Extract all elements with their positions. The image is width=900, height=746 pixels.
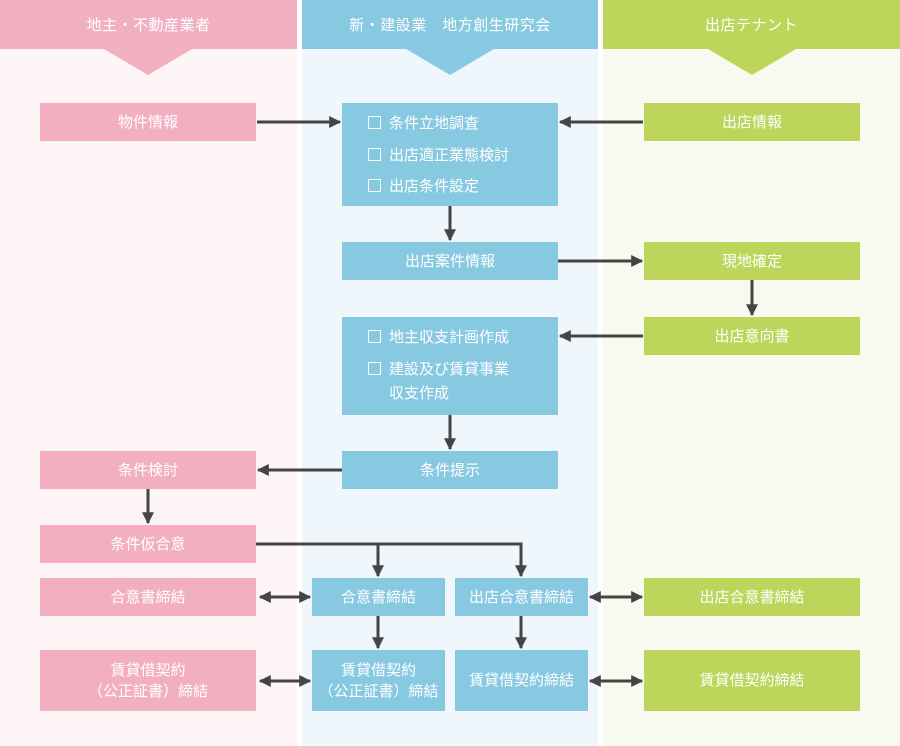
checklist-item-label: 建設及び賃貸事業 xyxy=(389,360,510,378)
node-plan-checklist: 地主収支計画作成 建設及び賃貸事業 収支作成 xyxy=(342,317,558,415)
node-letter-of-intent: 出店意向書 xyxy=(644,317,860,355)
lane-header-pointer xyxy=(708,49,796,75)
lane-header-pointer xyxy=(406,49,494,75)
lane-header-landowner: 地主・不動産業者 xyxy=(0,0,297,49)
node-store-agreement-center: 出店合意書締結 xyxy=(455,578,588,616)
checklist-item: 地主収支計画作成 xyxy=(368,325,509,357)
node-condition-present: 条件提示 xyxy=(342,451,558,489)
node-lease-left-line: （公正証書）締結 xyxy=(87,681,208,700)
checklist-item-label: 条件立地調査 xyxy=(389,114,480,132)
node-lease-left: 賃貸借契約 （公正証書）締結 xyxy=(40,650,256,711)
checklist-item-label: 出店適正業態検討 xyxy=(389,145,510,164)
node-lease-center: 賃貸借契約 （公正証書）締結 xyxy=(312,650,445,711)
lane-header-tenant: 出店テナント xyxy=(603,0,900,49)
node-property-info: 物件情報 xyxy=(40,103,256,141)
checklist-item: 出店適正業態検討 xyxy=(368,143,509,175)
node-survey-checklist: 条件立地調査 出店適正業態検討 出店条件設定 xyxy=(342,103,558,206)
checklist-item: 出店条件設定 xyxy=(368,174,479,206)
node-lease-contract-right: 賃貸借契約締結 xyxy=(644,650,860,711)
lane-header-pointer xyxy=(104,49,192,75)
node-lease-center-line: 賃貸借契約 xyxy=(340,660,416,679)
checkbox-icon xyxy=(368,330,381,343)
node-tenant-info: 出店情報 xyxy=(644,103,860,141)
node-site-confirm: 現地確定 xyxy=(644,242,860,280)
node-agreement-center: 合意書締結 xyxy=(312,578,445,616)
node-lease-left-line: 賃貸借契約 xyxy=(110,660,186,679)
checklist-item: 建設及び賃貸事業 xyxy=(368,357,509,381)
node-condition-review: 条件検討 xyxy=(40,451,256,489)
connector-provisional-branch xyxy=(256,542,527,578)
node-lease-contract-center: 賃貸借契約締結 xyxy=(455,650,588,711)
checkbox-icon xyxy=(368,116,381,129)
node-store-agreement-right: 出店合意書締結 xyxy=(644,578,860,616)
lane-header-research-group: 新・建設業 地方創生研究会 xyxy=(302,0,598,49)
checklist-item-label: 出店条件設定 xyxy=(389,177,480,196)
checklist-item: 条件立地調査 xyxy=(368,111,479,143)
node-provisional-agreement: 条件仮合意 xyxy=(40,525,256,563)
checkbox-icon xyxy=(368,362,381,375)
node-lease-center-line: （公正証書）締結 xyxy=(318,681,439,700)
node-agreement-left: 合意書締結 xyxy=(40,578,256,616)
checklist-item-label: 収支作成 xyxy=(389,384,450,402)
checklist-item-label: 地主収支計画作成 xyxy=(389,328,510,346)
checkbox-icon xyxy=(368,179,381,193)
checkbox-icon xyxy=(368,147,381,161)
checklist-item-continuation: 収支作成 xyxy=(368,381,449,413)
node-store-case-info: 出店案件情報 xyxy=(342,242,558,280)
